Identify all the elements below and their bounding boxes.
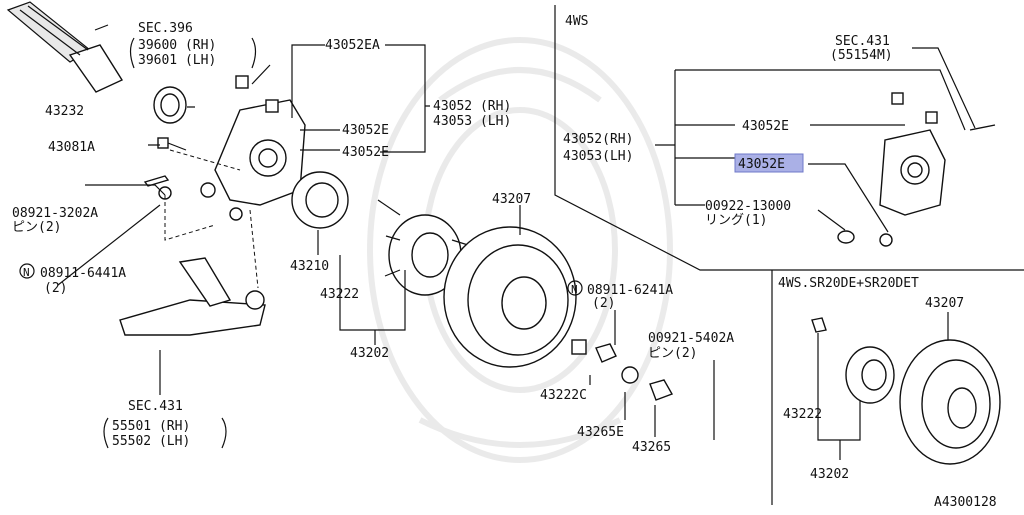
label-sec431-lh: 55502 (LH) <box>112 434 190 449</box>
bracket-sec431-icon <box>103 417 227 449</box>
inset-label-00922[interactable]: 00922-13000 <box>705 199 791 214</box>
inset-bolt-icon <box>969 124 996 131</box>
inset-knuckle-icon <box>879 92 946 247</box>
bolt-icon <box>157 137 187 151</box>
n-mark-b: N <box>571 283 578 296</box>
seal-ring-icon <box>153 86 187 124</box>
inset-sr20-hub-icon <box>845 346 895 404</box>
label-43210[interactable]: 43210 <box>290 259 329 274</box>
inset-sr20-title: 4WS.SR20DE+SR20DET <box>778 276 919 291</box>
label-sec396[interactable]: SEC.396 <box>138 21 193 36</box>
hub-bolt-icon <box>377 199 401 216</box>
brake-disc-icon <box>443 226 577 368</box>
label-sec431[interactable]: SEC.431 <box>128 399 183 414</box>
inset-4ws-sec431-sub: (55154M) <box>830 48 893 63</box>
label-43222[interactable]: 43222 <box>320 287 359 302</box>
inset-sr20-43202[interactable]: 43202 <box>810 467 849 482</box>
inset-sec431-leader <box>912 47 976 129</box>
nut-hex-icon <box>595 343 617 363</box>
label-43052-rh[interactable]: 43052 (RH) <box>433 99 511 114</box>
washer-icon <box>571 339 587 355</box>
knuckle-icon <box>200 75 306 221</box>
inset-sr20-disc-icon <box>899 339 1001 465</box>
inset-label-43053-lh[interactable]: 43053(LH) <box>563 149 633 164</box>
label-sec431-rh: 55501 (RH) <box>112 419 190 434</box>
inset-sr20-43207[interactable]: 43207 <box>925 296 964 311</box>
label-43265[interactable]: 43265 <box>632 440 671 455</box>
label-43222c[interactable]: 43222C <box>540 388 587 403</box>
label-43052e-1[interactable]: 43052E <box>342 123 389 138</box>
inset-label-43052e-a[interactable]: 43052E <box>742 119 789 134</box>
inset-sr20-bolt-icon <box>811 317 827 333</box>
diagram-code: A4300128 <box>934 495 997 510</box>
label-08911-6441[interactable]: 08911-6441A <box>40 266 126 281</box>
label-43052e-2[interactable]: 43052E <box>342 145 389 160</box>
label-qty-2-b: (2) <box>592 296 615 311</box>
inset-4ws-title: 4WS <box>565 14 588 29</box>
label-43053-lh[interactable]: 43053 (LH) <box>433 114 511 129</box>
n-circle-a-icon <box>19 263 35 279</box>
washer-ring-icon <box>621 366 639 384</box>
castle-nut-icon <box>649 379 674 401</box>
drive-shaft-icon <box>6 1 124 93</box>
lower-arm-icon <box>119 257 266 336</box>
hub-bearing-icon <box>291 171 349 229</box>
label-43232[interactable]: 43232 <box>45 104 84 119</box>
inset-sr20-43222[interactable]: 43222 <box>783 407 822 422</box>
highlight-box <box>734 153 804 173</box>
label-43207[interactable]: 43207 <box>492 192 531 207</box>
inset-4ws-sec431[interactable]: SEC.431 <box>835 34 890 49</box>
watermark-emblem <box>367 37 673 463</box>
n-circle-b-icon <box>567 280 583 296</box>
inset-label-43052-rh[interactable]: 43052(RH) <box>563 132 633 147</box>
inset-sr20-leaders <box>817 312 949 460</box>
label-00921[interactable]: 00921-5402A <box>648 331 734 346</box>
n-mark-a: N <box>23 266 30 279</box>
label-43052ea[interactable]: 43052EA <box>325 38 380 53</box>
label-sec396-lh: 39601 (LH) <box>138 53 216 68</box>
label-pin2-a: ピン(2) <box>12 220 61 235</box>
label-08921[interactable]: 08921-3202A <box>12 206 98 221</box>
label-sec396-rh: 39600 (RH) <box>138 38 216 53</box>
label-43202[interactable]: 43202 <box>350 346 389 361</box>
label-43081a[interactable]: 43081A <box>48 140 95 155</box>
inset-4ws-frame <box>554 5 1024 271</box>
bracket-sec396-icon <box>129 37 257 69</box>
inset-ring-icon <box>837 230 855 244</box>
label-pin2-b: ピン(2) <box>648 346 697 361</box>
label-qty-2-a: (2) <box>44 281 67 296</box>
label-08911-6241[interactable]: 08911-6241A <box>587 283 673 298</box>
inset-label-43052e-b[interactable]: 43052E <box>738 157 785 172</box>
label-43265e[interactable]: 43265E <box>577 425 624 440</box>
inset-label-ring: リング(1) <box>705 213 767 228</box>
